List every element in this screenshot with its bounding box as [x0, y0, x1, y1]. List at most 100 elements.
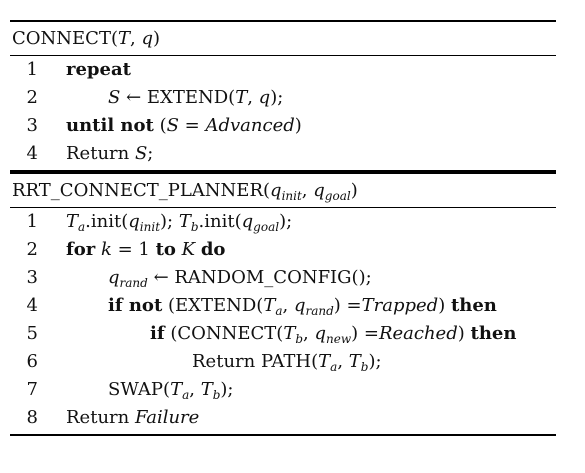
- text: Return: [66, 407, 135, 428]
- tree-symbol: T: [348, 351, 361, 372]
- value: Advanced: [205, 115, 295, 136]
- connect-lines: 1 repeat 2 S ← EXTEND(T, q); 3 until not…: [10, 56, 556, 170]
- keyword: to: [155, 239, 176, 260]
- subscript: new: [326, 332, 352, 346]
- text: Return: [66, 143, 135, 164]
- text: ← EXTEND(: [120, 87, 236, 108]
- top-rule: [10, 172, 556, 174]
- var: q: [314, 323, 326, 344]
- subscript: a: [182, 388, 190, 402]
- text: );: [220, 379, 234, 400]
- line-number: 4: [26, 295, 38, 316]
- line-number: 2: [26, 87, 38, 108]
- top-rule: [10, 20, 556, 22]
- separator: ,: [247, 87, 259, 108]
- code-line: 5 if (CONNECT(Tb, qnew) =Reached) then: [10, 320, 556, 348]
- paren: ): [350, 180, 358, 201]
- keyword: if: [150, 323, 165, 344]
- subscript: a: [78, 220, 86, 234]
- connect-algorithm: CONNECT(T, q) 1 repeat 2 S ← EXTEND(T, q…: [10, 20, 556, 172]
- code-text: Return Failure: [66, 404, 199, 432]
- connect-title-name: CONNECT: [12, 28, 111, 49]
- tree-symbol: T: [283, 323, 296, 344]
- var: S: [166, 115, 179, 136]
- paren: (: [110, 28, 118, 49]
- separator: ,: [130, 28, 142, 49]
- subscript: rand: [119, 276, 148, 290]
- text: =: [178, 115, 206, 136]
- value: Reached: [378, 323, 458, 344]
- subscript: a: [275, 304, 283, 318]
- text: (: [153, 115, 167, 136]
- var: q: [313, 180, 325, 201]
- planner-title-name: RRT_CONNECT_PLANNER(: [12, 180, 271, 201]
- title-rule: [10, 207, 556, 208]
- text: ← RANDOM_CONFIG();: [147, 267, 372, 288]
- text: );: [279, 211, 293, 232]
- subscript: b: [360, 360, 369, 374]
- subscript: rand: [305, 304, 334, 318]
- subscript: init: [281, 189, 302, 203]
- code-text: Return S;: [66, 140, 153, 168]
- tree-symbol: T: [66, 211, 79, 232]
- var: q: [270, 180, 282, 201]
- code-line: 4 if not (EXTEND(Ta, qrand) =Trapped) th…: [10, 292, 556, 320]
- line-number: 5: [26, 323, 38, 344]
- separator: ,: [303, 323, 315, 344]
- code-text: S ← EXTEND(T, q);: [108, 84, 283, 112]
- text: );: [160, 211, 179, 232]
- keyword: repeat: [66, 59, 131, 80]
- tree-symbol: T: [178, 211, 191, 232]
- keyword: if not: [108, 295, 163, 316]
- line-number: 1: [26, 59, 38, 80]
- separator: ,: [189, 379, 201, 400]
- subscript: b: [212, 388, 221, 402]
- text: ;: [147, 143, 154, 164]
- value: Trapped: [361, 295, 439, 316]
- line-number: 8: [26, 407, 38, 428]
- var: S: [108, 87, 121, 108]
- subscript: init: [139, 220, 161, 234]
- line-number: 6: [26, 351, 38, 372]
- var: k: [100, 239, 112, 260]
- planner-title: RRT_CONNECT_PLANNER(qinit, qgoal): [10, 174, 556, 207]
- subscript: goal: [324, 189, 351, 203]
- var: K: [181, 239, 196, 260]
- text: Return PATH(: [192, 351, 319, 372]
- subscript: b: [190, 220, 199, 234]
- code-text: SWAP(Ta, Tb);: [108, 376, 234, 404]
- tree-symbol: T: [170, 379, 183, 400]
- line-number: 2: [26, 239, 38, 260]
- code-text: if not (EXTEND(Ta, qrand) =Trapped) then: [108, 292, 497, 320]
- code-line: 7 SWAP(Ta, Tb);: [10, 376, 556, 404]
- tree-symbol: T: [318, 351, 331, 372]
- code-text: if (CONNECT(Tb, qnew) =Reached) then: [150, 320, 516, 348]
- code-line: 3 until not (S = Advanced): [10, 112, 556, 140]
- var: q: [128, 211, 140, 232]
- tree-symbol: T: [117, 28, 130, 49]
- text: ) =: [333, 295, 362, 316]
- code-text: Ta.init(qinit); Tb.init(qgoal);: [66, 208, 292, 236]
- title-rule: [10, 55, 556, 56]
- q-symbol: q: [141, 28, 153, 49]
- line-number: 4: [26, 143, 38, 164]
- value: Failure: [134, 407, 200, 428]
- bottom-rule: [10, 170, 556, 172]
- code-text: qrand ← RANDOM_CONFIG();: [108, 264, 372, 292]
- keyword: until not: [66, 115, 154, 136]
- line-number: 1: [26, 211, 38, 232]
- text: ): [438, 295, 446, 316]
- line-number: 3: [26, 115, 38, 136]
- planner-algorithm: RRT_CONNECT_PLANNER(qinit, qgoal) 1 Ta.i…: [10, 172, 556, 436]
- tree-symbol: T: [235, 87, 248, 108]
- line-number: 7: [26, 379, 38, 400]
- separator: ,: [282, 295, 294, 316]
- code-line: 4 Return S;: [10, 140, 556, 168]
- line-number: 3: [26, 267, 38, 288]
- code-line: 3 qrand ← RANDOM_CONFIG();: [10, 264, 556, 292]
- code-line: 2 S ← EXTEND(T, q);: [10, 84, 556, 112]
- keyword: then: [470, 323, 517, 344]
- separator: ,: [301, 180, 314, 201]
- text: );: [270, 87, 284, 108]
